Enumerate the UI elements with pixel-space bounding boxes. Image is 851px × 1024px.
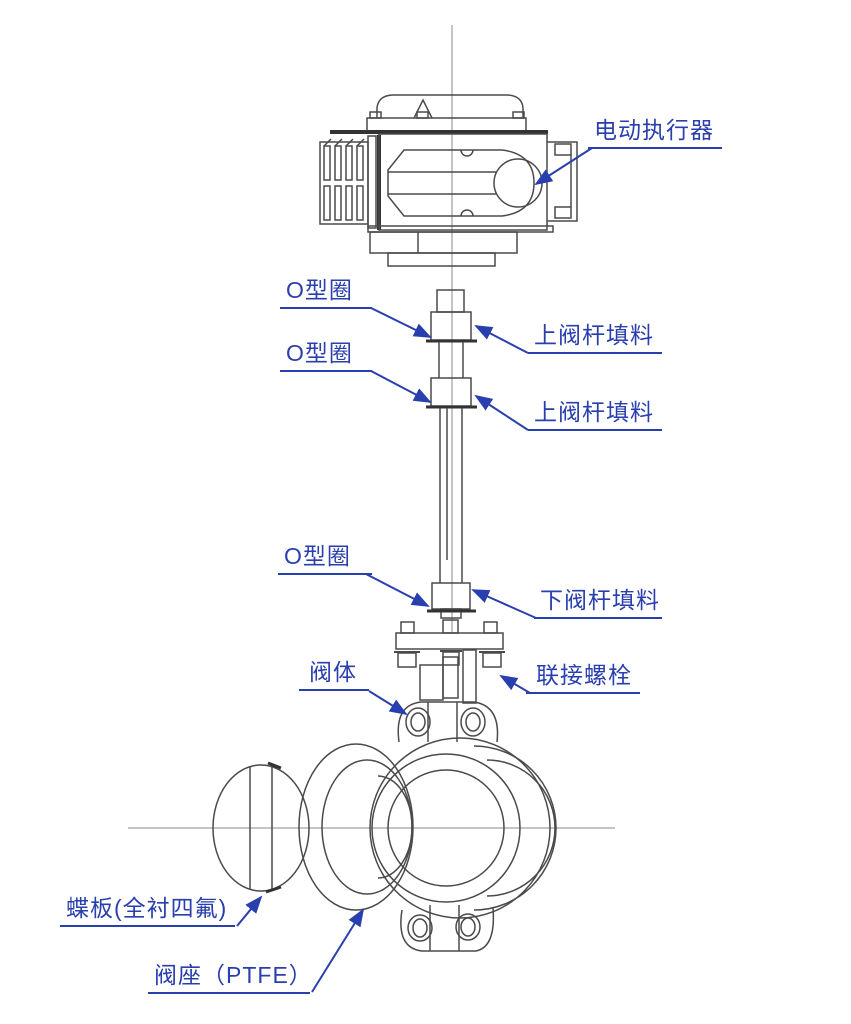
- leader-o-ring-2: [370, 370, 432, 403]
- label-o-ring-3: O型圈: [278, 543, 372, 575]
- leader-o-ring-1: [370, 307, 432, 338]
- leader-upper-packing-1: [474, 325, 529, 354]
- actuator-drawing: [319, 94, 578, 267]
- leader-valve-seat: [311, 908, 365, 993]
- leader-connecting-bolt: [499, 674, 531, 694]
- label-o-ring-2: O型圈: [280, 340, 372, 372]
- leader-lower-packing: [471, 589, 537, 619]
- flange-drawing: [394, 619, 505, 704]
- label-lower-packing: 下阀杆填料: [534, 587, 662, 619]
- leader-valve-body: [368, 690, 408, 716]
- valve-body-drawing: [369, 701, 557, 952]
- label-connecting-bolt: 联接螺栓: [526, 662, 640, 694]
- leader-actuator: [534, 147, 593, 186]
- leader-o-ring-3: [365, 573, 430, 607]
- label-butterfly-disc: 蝶板(全衬四氟): [60, 895, 236, 927]
- leader-butterfly-disc: [236, 895, 263, 927]
- leader-upper-packing-2: [474, 394, 529, 431]
- butterfly-disc-drawing: [212, 761, 310, 894]
- label-o-ring-1: O型圈: [280, 277, 372, 309]
- label-actuator: 电动执行器: [588, 117, 722, 149]
- label-valve-body: 阀体: [299, 659, 369, 691]
- label-upper-packing-1: 上阀杆填料: [528, 322, 662, 354]
- label-upper-packing-2: 上阀杆填料: [528, 399, 662, 431]
- label-valve-seat: 阀座（PTFE）: [148, 962, 312, 994]
